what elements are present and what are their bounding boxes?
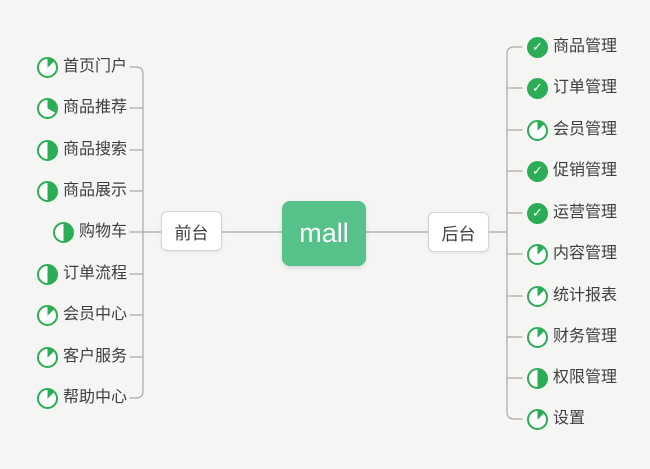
mindmap-item-row[interactable]: 购物车 [52, 221, 127, 243]
task-progress-pie-icon [36, 97, 58, 119]
task-progress-pie-icon [36, 180, 58, 202]
front-end-branch-node[interactable]: 前台 [161, 211, 222, 251]
item-label: 商品推荐 [62, 99, 127, 116]
item-label: 商品搜索 [62, 141, 127, 158]
item-label: 订单管理 [553, 79, 618, 96]
task-progress-pie-icon [527, 243, 548, 265]
task-progress-pie-icon [36, 139, 58, 161]
task-progress-pie-icon [527, 408, 548, 430]
mindmap-item-row[interactable]: 商品展示 [36, 180, 127, 202]
mindmap-item-row[interactable]: 权限管理 [527, 367, 617, 389]
mindmap-item-row[interactable]: 设置 [527, 408, 585, 430]
mindmap-item-row[interactable]: 帮助中心 [36, 387, 127, 409]
item-label: 会员管理 [553, 121, 618, 138]
task-progress-pie-icon [527, 326, 548, 348]
mindmap-item-row[interactable]: ✓ 运营管理 [527, 202, 617, 224]
mindmap-item-row[interactable]: 商品搜索 [36, 139, 127, 161]
item-label: 购物车 [78, 223, 127, 240]
task-done-check-icon: ✓ [527, 36, 548, 58]
task-progress-pie-icon [36, 346, 58, 368]
mindmap-item-row[interactable]: 订单流程 [36, 263, 127, 285]
item-label: 客户服务 [62, 348, 127, 365]
item-label: 权限管理 [553, 369, 618, 386]
mindmap-item-row[interactable]: 会员中心 [36, 304, 127, 326]
task-progress-pie-icon [527, 367, 548, 389]
item-label: 内容管理 [553, 245, 618, 262]
back-end-branch-node[interactable]: 后台 [428, 212, 489, 252]
mindmap-item-row[interactable]: ✓ 促销管理 [527, 160, 617, 182]
task-progress-pie-icon [52, 221, 74, 243]
item-label: 促销管理 [553, 162, 618, 179]
item-label: 首页门户 [62, 58, 127, 75]
root-node-mall[interactable]: mall [282, 201, 366, 266]
task-progress-pie-icon [36, 387, 58, 409]
mindmap-item-row[interactable]: ✓ 商品管理 [527, 36, 617, 58]
item-label: 订单流程 [62, 265, 127, 282]
item-label: 商品展示 [62, 182, 127, 199]
task-done-check-icon: ✓ [527, 77, 548, 99]
mindmap-item-row[interactable]: 财务管理 [527, 326, 617, 348]
mindmap-item-row[interactable]: 首页门户 [36, 56, 127, 78]
mindmap-connector-path [129, 46, 523, 420]
mindmap-item-row[interactable]: 内容管理 [527, 243, 617, 265]
item-label: 运营管理 [553, 204, 618, 221]
item-label: 商品管理 [553, 38, 618, 55]
task-progress-pie-icon [36, 56, 58, 78]
item-label: 财务管理 [553, 328, 618, 345]
mindmap-item-row[interactable]: 商品推荐 [36, 97, 127, 119]
item-label: 统计报表 [553, 287, 618, 304]
item-label: 会员中心 [62, 306, 127, 323]
task-done-check-icon: ✓ [527, 202, 548, 224]
task-progress-pie-icon [36, 304, 58, 326]
task-progress-pie-icon [527, 119, 548, 141]
mindmap-item-row[interactable]: 客户服务 [36, 346, 127, 368]
mindmap-item-row[interactable]: 会员管理 [527, 119, 617, 141]
mindmap-item-row[interactable]: 统计报表 [527, 285, 617, 307]
task-progress-pie-icon [36, 263, 58, 285]
item-label: 帮助中心 [62, 389, 127, 406]
task-done-check-icon: ✓ [527, 160, 548, 182]
task-progress-pie-icon [527, 285, 548, 307]
mindmap-item-row[interactable]: ✓ 订单管理 [527, 77, 617, 99]
item-label: 设置 [553, 410, 586, 427]
